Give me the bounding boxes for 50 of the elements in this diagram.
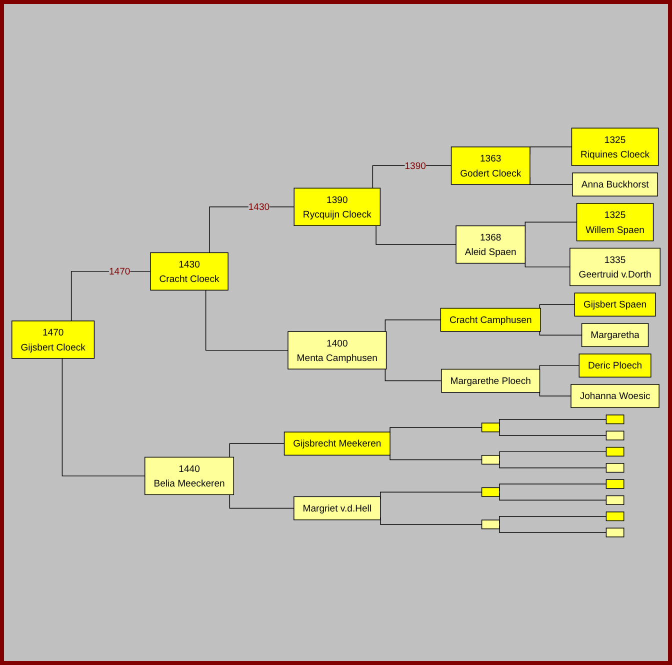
node-box xyxy=(481,520,500,530)
node-box xyxy=(606,446,624,456)
node-box: 1325 Riquines Cloeck xyxy=(571,128,659,166)
connector xyxy=(384,368,442,382)
node-box xyxy=(606,479,624,489)
node-box xyxy=(606,463,624,473)
node-box xyxy=(606,414,624,424)
connector xyxy=(70,271,151,322)
connector xyxy=(372,165,452,189)
node-box: Margaretha xyxy=(581,323,649,347)
node-box: Cracht Camphusen xyxy=(440,308,541,332)
node-box: 1440 Belia Meeckeren xyxy=(144,456,234,496)
connector xyxy=(205,290,288,351)
connector xyxy=(539,331,582,336)
edge-label: 1430 xyxy=(248,201,270,212)
connector xyxy=(62,358,146,476)
connector xyxy=(390,454,482,460)
node-box: 1390 Rycquijn Cloeck xyxy=(294,188,381,226)
connector xyxy=(539,304,575,309)
connector xyxy=(229,443,285,458)
node-box: Margriet v.d.Hell xyxy=(294,496,381,520)
node-box: 1335 Geertruid v.Dorth xyxy=(570,248,660,286)
connector xyxy=(539,365,580,370)
node-box: 1400 Menta Camphusen xyxy=(288,331,387,370)
node-box xyxy=(481,487,500,497)
node-box xyxy=(481,455,500,465)
node-box: 1325 Willem Spaen xyxy=(576,203,654,242)
node-box: 1363 Godert Cloeck xyxy=(450,146,530,185)
node-box xyxy=(606,528,624,538)
connector xyxy=(229,494,294,509)
node-box: Margarethe Ploech xyxy=(441,368,540,393)
node-box: 1368 Aleid Spaen xyxy=(456,225,526,264)
edge-label: 1470 xyxy=(108,266,130,277)
connector xyxy=(539,392,572,396)
node-box: Deric Ploech xyxy=(578,354,652,378)
node-box: Gijsbrecht Meekeren xyxy=(284,432,390,456)
node-box: Johanna Woesic xyxy=(570,384,660,408)
node-box: 1430 Cracht Cloeck xyxy=(150,252,228,291)
connector xyxy=(209,206,294,254)
node-box xyxy=(606,430,624,440)
connector xyxy=(376,225,456,245)
node-box: 1470 Gijsbert Cloeck xyxy=(12,320,95,359)
connector xyxy=(384,319,442,332)
connector xyxy=(390,427,482,434)
node-box xyxy=(606,495,624,505)
node-box xyxy=(481,422,500,432)
node-box: Gijsbert Spaen xyxy=(574,292,656,317)
node-box xyxy=(606,512,624,522)
edge-label: 1390 xyxy=(404,160,426,171)
node-box: Anna Buckhorst xyxy=(572,172,658,196)
